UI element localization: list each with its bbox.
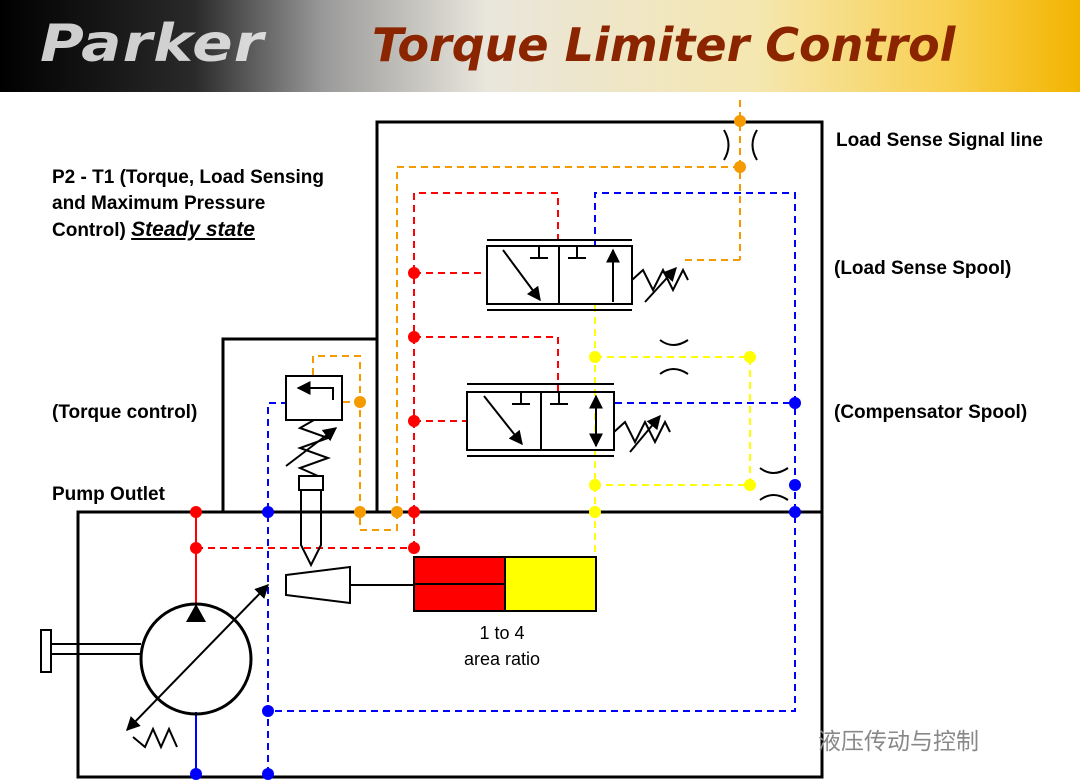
- compensator-spool-valve: [466, 383, 671, 457]
- header-banner: Parker Torque Limiter Control: [0, 0, 1080, 92]
- description-line-3: Control): [52, 220, 126, 241]
- compensated-lines: [594, 305, 751, 555]
- housing-outline: [76, 120, 824, 779]
- orifice-symbols: [659, 129, 789, 501]
- description-line-2: and Maximum Pressure: [52, 193, 266, 214]
- pump-outlet-label: Pump Outlet: [52, 484, 165, 505]
- tank-lines: [267, 192, 796, 774]
- junction-dots: [190, 115, 801, 780]
- watermark: 液压传动与控制: [818, 728, 979, 754]
- area-ratio-line-1: 1 to 4: [479, 623, 525, 643]
- load-sense-spool-label: (Load Sense Spool): [834, 258, 1012, 279]
- parker-logo: Parker: [40, 14, 265, 74]
- circuit-description: P2 - T1 (Torque, Load Sensing and Maximu…: [52, 165, 324, 244]
- description-line-1: P2 - T1 (Torque, Load Sensing: [52, 167, 325, 188]
- steady-state-label: Steady state: [131, 218, 255, 241]
- load-sense-signal-line-label: Load Sense Signal line: [836, 130, 1043, 151]
- compensator-spool-label: (Compensator Spool): [834, 402, 1028, 423]
- control-piston: [413, 556, 597, 612]
- pump-pressure-lines: [196, 192, 559, 549]
- torque-control-label: (Torque control): [52, 402, 198, 423]
- area-ratio-label: 1 to 4 area ratio: [440, 620, 564, 672]
- page-title: Torque Limiter Control: [372, 18, 956, 72]
- load-sense-spool-valve: [486, 239, 689, 311]
- torque-control-valve: [285, 375, 414, 605]
- variable-pump: [40, 583, 269, 750]
- area-ratio-line-2: area ratio: [463, 649, 541, 669]
